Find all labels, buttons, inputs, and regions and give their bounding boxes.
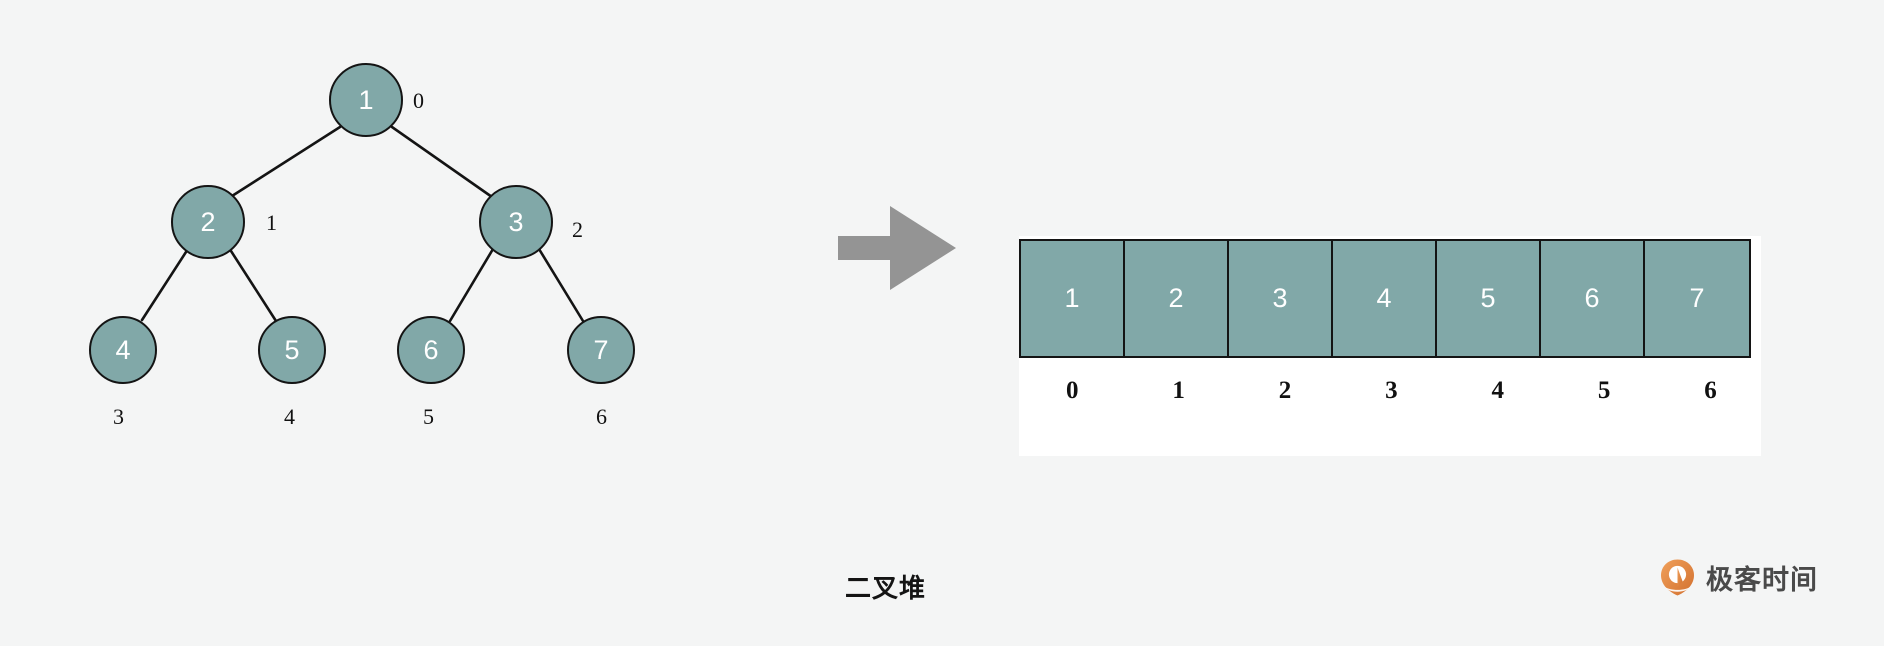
tree-edge (229, 249, 278, 323)
tree-node-7: 7 (567, 316, 635, 384)
tree-node-3: 3 (479, 185, 553, 259)
array-index: 5 (1597, 377, 1611, 404)
tree-edge (390, 125, 494, 199)
diagram-caption: 二叉堆 (845, 574, 927, 604)
right-arrow-icon (838, 206, 956, 290)
array-index: 3 (1385, 377, 1398, 404)
tree-node-1: 1 (329, 63, 403, 137)
tree-node-4: 4 (89, 316, 157, 384)
array-cell: 4 (1333, 241, 1437, 356)
tree-edge (448, 247, 495, 323)
tree-node-index-2: 1 (266, 210, 277, 235)
array-index: 4 (1491, 377, 1505, 404)
tree-node-index-1: 0 (413, 88, 424, 113)
array-cell: 3 (1229, 241, 1333, 356)
array-index: 6 (1704, 377, 1717, 404)
tree-node-5: 5 (258, 316, 326, 384)
brand-logo: 极客时间 (1658, 558, 1818, 597)
geektime-logo-icon (1658, 558, 1697, 597)
brand-logo-text: 极客时间 (1706, 565, 1818, 596)
array-index: 1 (1172, 377, 1185, 404)
right-arrow-shape (838, 206, 956, 290)
tree-edge (230, 125, 342, 198)
geektime-logo-shape (1661, 559, 1694, 596)
tree-edge (140, 250, 188, 322)
tree-node-index-3: 2 (572, 217, 583, 242)
array-cell: 6 (1541, 241, 1645, 356)
tree-node-index-5: 4 (284, 404, 295, 429)
array-index-row: 0 1 2 3 4 5 6 (1019, 378, 1764, 403)
array-cell: 7 (1645, 241, 1749, 356)
array-index: 0 (1065, 377, 1079, 404)
array-cell: 1 (1021, 241, 1125, 356)
array-index: 2 (1278, 377, 1292, 404)
array-cell: 2 (1125, 241, 1229, 356)
tree-node-index-4: 3 (113, 404, 124, 429)
tree-node-6: 6 (397, 316, 465, 384)
tree-node-index-6: 5 (423, 404, 434, 429)
tree-edges-svg (140, 125, 585, 323)
tree-node-2: 2 (171, 185, 245, 259)
tree-node-index-7: 6 (596, 404, 607, 429)
tree-edge (537, 247, 585, 323)
array-cell: 5 (1437, 241, 1541, 356)
